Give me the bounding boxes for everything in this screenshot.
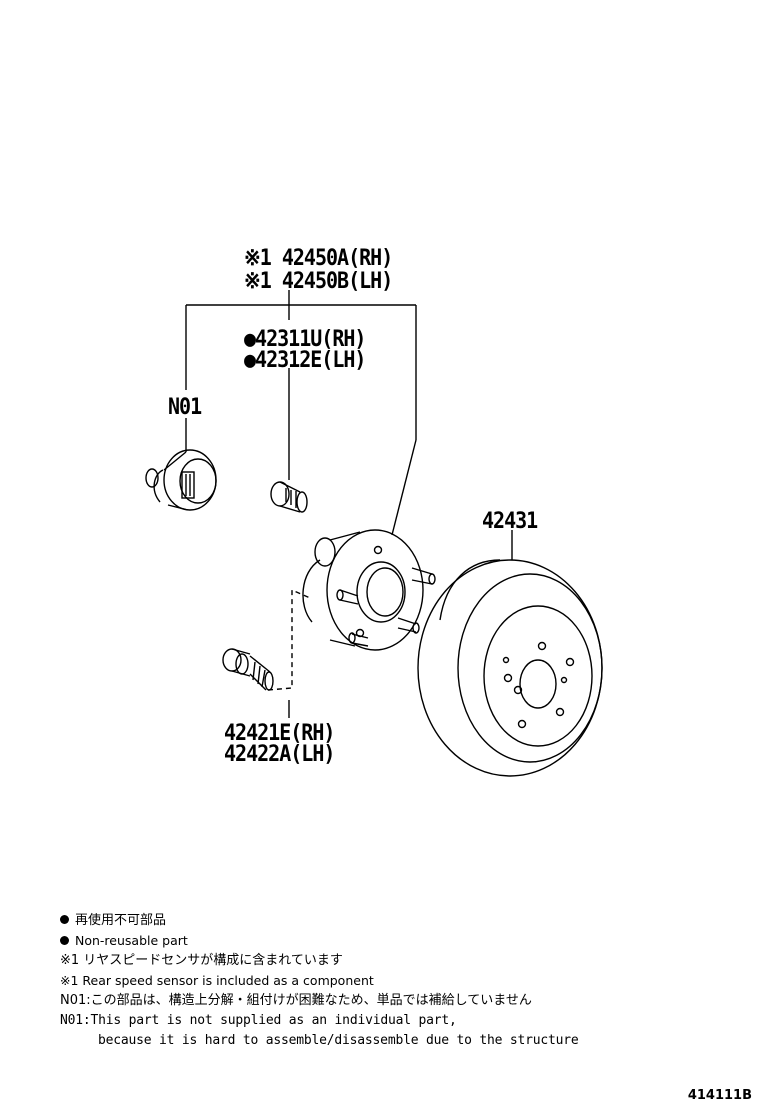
part-label-hub-bolt-rh: 42421E(RH) (224, 718, 335, 746)
bullet-icon (60, 915, 69, 924)
assembly-dashed-line (267, 588, 311, 691)
legend-notes: 再使用不可部品 Non-reusable part ※1 リヤスピードセンサが構… (60, 911, 720, 1051)
hub-bolt-drawing (222, 648, 274, 691)
part-label-n01: N01 (168, 392, 202, 420)
figure-id: 414111B (687, 1088, 752, 1103)
speed-sensor-drawing (145, 449, 217, 511)
stud-bolt-drawing (270, 481, 308, 513)
bullet-icon (60, 936, 69, 945)
note-nonreusable-en: Non-reusable part (60, 931, 720, 951)
note-n01-en-2: because it is hard to assemble/disassemb… (98, 1033, 579, 1048)
note-sensor-en: ※1 Rear speed sensor is included as a co… (60, 973, 374, 988)
hub-assembly-drawing (302, 529, 436, 651)
part-label-stud-bolt-lh: ●42312E(LH) (244, 345, 366, 373)
note-nonreusable-jp: 再使用不可部品 (60, 911, 720, 931)
note-n01-jp: N01:この部品は、構造上分解・組付けが困難なため、単品では補給していません (60, 993, 532, 1008)
part-label-disc: 42431 (482, 506, 538, 534)
note-n01-en-1: N01:This part is not supplied as an indi… (60, 1013, 457, 1028)
part-label-hub-bolt-lh: 42422A(LH) (224, 739, 335, 767)
brake-disc-drawing (417, 559, 603, 777)
part-label-stud-bolt-rh: ●42311U(RH) (244, 324, 366, 352)
assembly-callout-lines (185, 290, 513, 718)
part-label-sensor-hub-rh: ※1 42450A(RH) (244, 243, 393, 271)
note-sensor-jp: ※1 リヤスピードセンサが構成に含まれています (60, 953, 343, 968)
part-label-sensor-hub-lh: ※1 42450B(LH) (244, 266, 393, 294)
